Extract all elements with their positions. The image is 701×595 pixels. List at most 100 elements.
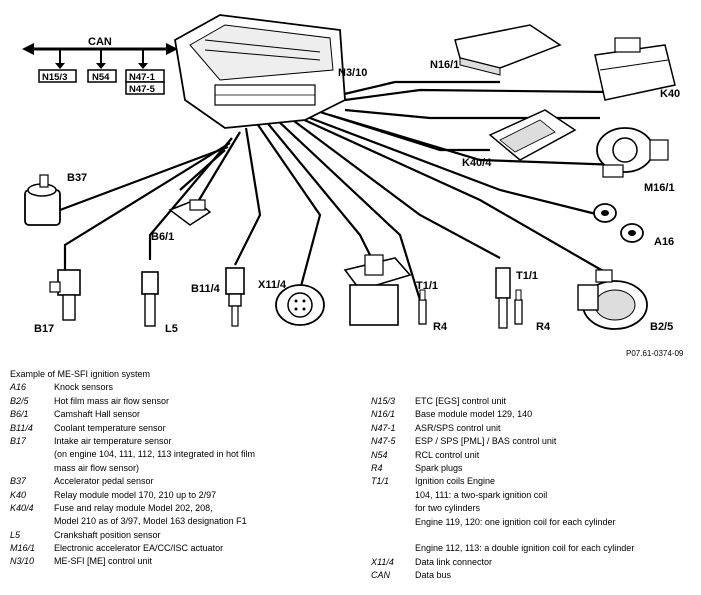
legend-code: X11/4: [371, 556, 394, 567]
legend-description: Camshaft Hall sensor: [54, 409, 141, 420]
legend-code: A16: [10, 382, 27, 393]
legend-entry: N47-5 ESP / SPS [PML] / BAS control unit: [371, 435, 701, 448]
legend-description: Model 210 as of 3/97, Model 163 designat…: [54, 516, 247, 527]
legend-description: for two cylinders: [415, 503, 481, 514]
legend-entry: N3/10 ME-SFI [ME] control unit: [10, 555, 340, 568]
wiring-lines: [59, 80, 621, 301]
legend-code: N54: [371, 449, 388, 460]
legend-code: CAN: [371, 570, 391, 581]
legend-description: Crankshaft position sensor: [54, 529, 161, 540]
legend-entry: B2/5 Hot film mass air flow sensor: [10, 395, 340, 408]
label-k40-4: K40/4: [462, 157, 492, 169]
legend-entry: Engine 119, 120: one ignition coil for e…: [371, 516, 701, 529]
label-b6-1: B6/1: [151, 231, 174, 243]
legend-description: Coolant temperature sensor: [54, 422, 166, 433]
relay-module-k40: [594, 37, 676, 101]
legend-description: Hot film mass air flow sensor: [54, 395, 170, 406]
maf-sensor-b2-5: [577, 269, 648, 330]
label-b37: B37: [67, 172, 87, 184]
legend-code: L5: [10, 529, 21, 540]
label-m16-1: M16/1: [644, 182, 675, 194]
legend-code: N47-1: [371, 422, 396, 433]
legend-entry: 104, 111: a two-spark ignition coil: [371, 489, 701, 502]
legend-description: Knock sensors: [54, 382, 114, 393]
legend-code: N47-5: [371, 436, 396, 447]
legend-entry: N16/1 Base module model 129, 140: [371, 408, 701, 421]
legend-description: Base module model 129, 140: [415, 409, 533, 420]
label-t1-1a: T1/1: [416, 280, 438, 292]
legend-entry: mass air flow sensor): [10, 462, 340, 475]
legend-code: N3/10: [10, 556, 35, 567]
legend-entry: Model 210 as of 3/97, Model 163 designat…: [10, 515, 340, 528]
can-label: CAN: [88, 36, 112, 48]
legend-code: N16/1: [371, 409, 396, 420]
legend-code: K40: [10, 489, 27, 500]
legend-entry: N15/3 ETC [EGS] control unit: [371, 395, 701, 408]
legend-description: 104, 111: a two-spark ignition coil: [415, 489, 548, 500]
pedal-sensor-b37: [24, 174, 61, 226]
label-b2-5: B2/5: [650, 321, 673, 333]
legend-left: Example of ME-SFI ignition system A16 Kno…: [10, 368, 340, 569]
label-n16-1: N16/1: [430, 59, 459, 71]
legend-entry: B11/4 Coolant temperature sensor: [10, 422, 340, 435]
legend-description: mass air flow sensor): [54, 462, 140, 473]
legend-code: T1/1: [371, 476, 390, 487]
legend-entry: CAN Data bus: [371, 569, 701, 582]
legend-code: N15/3: [371, 396, 396, 406]
fuse-module-k40-4: [488, 109, 577, 161]
legend-entry: Engine 112, 113: a double ignition coil …: [371, 542, 701, 555]
legend-description: Electronic accelerator EA/CC/ISC actuato…: [54, 543, 224, 554]
label-r4b: R4: [536, 321, 551, 333]
can-box-n54: N54: [87, 69, 117, 83]
svg-text:N54: N54: [92, 72, 110, 83]
legend-code: B11/4: [10, 422, 33, 433]
legend-entry: K40 Relay module model 170, 210 up to 2/9…: [10, 489, 340, 502]
legend-code: K40/4: [10, 502, 34, 513]
camshaft-sensor-b6-1: [168, 199, 212, 226]
crankshaft-sensor-l5: [141, 271, 159, 327]
legend-description: Engine 112, 113: a double ignition coil …: [415, 543, 635, 554]
knock-sensors-a16: [593, 203, 644, 243]
legend-description: ASR/SPS control unit: [415, 422, 501, 433]
svg-text:N47-5: N47-5: [129, 84, 156, 95]
actuator-m16-1: [596, 127, 669, 178]
legend-code: B6/1: [10, 409, 29, 420]
legend-description: ME-SFI [ME] control unit: [54, 556, 153, 567]
legend-entry: [371, 529, 701, 542]
spark-plug-r4b: [514, 289, 523, 325]
data-link-connector-x11-4: [275, 284, 325, 326]
ignition-coil-t1-1a: [343, 254, 412, 326]
legend-description: Ignition coils Engine: [415, 476, 496, 487]
legend-entry: A16 Knock sensors: [10, 381, 340, 394]
legend-description: Accelerator pedal sensor: [54, 476, 154, 487]
legend-description: Relay module model 170, 210 up to 2/97: [54, 489, 217, 500]
legend-code: M16/1: [10, 543, 36, 554]
base-module-n16-1: [454, 24, 562, 76]
legend-description: Data bus: [415, 570, 452, 581]
legend-description: Spark plugs: [415, 462, 463, 473]
legend-entry: (on engine 104, 111, 112, 113 integrated…: [10, 448, 340, 461]
can-bus: CAN: [22, 36, 178, 69]
coolant-sensor-b11-4: [225, 267, 245, 327]
figure-reference: P07.61-0374-09: [626, 349, 684, 358]
svg-text:N15/3: N15/3: [42, 72, 67, 83]
label-t1-1b: T1/1: [516, 270, 538, 282]
legend-description: ESP / SPS [PML] / BAS control unit: [415, 436, 557, 447]
legend-entry: M16/1 Electronic accelerator EA/CC/ISC ac…: [10, 542, 340, 555]
label-r4a: R4: [433, 321, 448, 333]
legend-description: ETC [EGS] control unit: [415, 396, 507, 406]
intake-temp-sensor-b17: [49, 269, 81, 321]
legend-code: R4: [371, 462, 383, 473]
label-b17: B17: [34, 323, 54, 335]
spark-plug-r4a: [418, 289, 427, 325]
legend-title: Example of ME-SFI ignition system: [10, 369, 151, 379]
ignition-coil-t1-1b: [495, 267, 511, 329]
legend-code: B2/5: [10, 395, 29, 406]
label-a16: A16: [654, 236, 674, 248]
